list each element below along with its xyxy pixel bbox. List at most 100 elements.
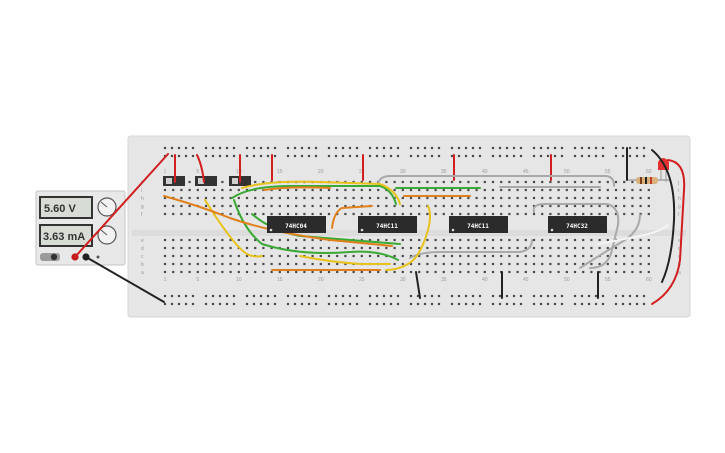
breadboard-hole[interactable] <box>483 254 486 258</box>
breadboard-hole[interactable] <box>311 204 314 208</box>
breadboard-hole[interactable] <box>491 302 495 306</box>
breadboard-hole[interactable] <box>204 196 208 200</box>
breadboard-hole[interactable] <box>385 204 388 208</box>
breadboard-hole[interactable] <box>508 262 511 266</box>
breadboard-hole[interactable] <box>647 212 650 216</box>
breadboard-hole[interactable] <box>385 270 388 274</box>
breadboard-hole[interactable] <box>416 146 420 150</box>
breadboard-hole[interactable] <box>647 196 650 200</box>
breadboard-hole[interactable] <box>163 254 167 258</box>
breadboard-hole[interactable] <box>532 196 536 200</box>
breadboard-hole[interactable] <box>434 188 437 192</box>
breadboard-hole[interactable] <box>368 254 372 258</box>
breadboard-hole[interactable] <box>519 294 523 298</box>
breadboard-hole[interactable] <box>163 302 167 306</box>
breadboard-hole[interactable] <box>621 302 625 306</box>
breadboard-hole[interactable] <box>614 254 618 258</box>
breadboard-hole[interactable] <box>541 246 544 250</box>
breadboard-hole[interactable] <box>368 294 372 298</box>
ic-chip-3[interactable]: 74HC11 <box>449 216 508 233</box>
breadboard-hole[interactable] <box>532 204 536 208</box>
breadboard-hole[interactable] <box>232 302 236 306</box>
breadboard-hole[interactable] <box>327 146 331 150</box>
breadboard-hole[interactable] <box>327 270 331 274</box>
breadboard-hole[interactable] <box>409 146 413 150</box>
breadboard-hole[interactable] <box>582 180 585 184</box>
breadboard-hole[interactable] <box>614 302 618 306</box>
wire-green[interactable] <box>231 185 397 205</box>
breadboard-hole[interactable] <box>401 188 404 192</box>
breadboard-hole[interactable] <box>614 204 618 208</box>
breadboard-hole[interactable] <box>598 188 601 192</box>
breadboard-hole[interactable] <box>377 212 380 216</box>
breadboard-hole[interactable] <box>319 238 322 242</box>
breadboard-hole[interactable] <box>360 180 363 184</box>
breadboard-hole[interactable] <box>512 294 516 298</box>
breadboard-hole[interactable] <box>639 270 642 274</box>
breadboard-hole[interactable] <box>573 294 577 298</box>
breadboard-hole[interactable] <box>266 154 270 158</box>
breadboard-hole[interactable] <box>549 180 552 184</box>
breadboard-hole[interactable] <box>590 196 593 200</box>
breadboard-hole[interactable] <box>213 262 216 266</box>
breadboard-hole[interactable] <box>553 294 557 298</box>
breadboard-hole[interactable] <box>606 254 609 258</box>
breadboard-hole[interactable] <box>623 254 626 258</box>
breadboard-hole[interactable] <box>508 212 511 216</box>
breadboard-hole[interactable] <box>483 262 486 266</box>
breadboard-hole[interactable] <box>172 262 175 266</box>
breadboard-hole[interactable] <box>368 270 372 274</box>
breadboard-hole[interactable] <box>539 294 543 298</box>
breadboard-hole[interactable] <box>639 196 642 200</box>
breadboard-hole[interactable] <box>471 302 475 306</box>
breadboard-hole[interactable] <box>229 212 232 216</box>
breadboard-hole[interactable] <box>614 180 618 184</box>
breadboard-hole[interactable] <box>245 254 249 258</box>
breadboard-hole[interactable] <box>467 246 470 250</box>
breadboard-hole[interactable] <box>229 254 232 258</box>
breadboard-hole[interactable] <box>532 154 536 158</box>
breadboard-hole[interactable] <box>368 238 372 242</box>
breadboard-hole[interactable] <box>172 246 175 250</box>
breadboard-hole[interactable] <box>270 254 273 258</box>
breadboard-hole[interactable] <box>491 154 495 158</box>
breadboard-hole[interactable] <box>423 302 427 306</box>
wire-black[interactable] <box>651 149 676 283</box>
breadboard-hole[interactable] <box>491 238 495 242</box>
breadboard-hole[interactable] <box>172 270 175 274</box>
breadboard-hole[interactable] <box>225 294 229 298</box>
breadboard-hole[interactable] <box>393 180 396 184</box>
wire-gray[interactable] <box>377 175 615 187</box>
breadboard-hole[interactable] <box>389 294 393 298</box>
breadboard-hole[interactable] <box>483 270 486 274</box>
breadboard-hole[interactable] <box>582 262 585 266</box>
breadboard-hole[interactable] <box>598 196 601 200</box>
breadboard-hole[interactable] <box>434 270 437 274</box>
breadboard-hole[interactable] <box>565 188 568 192</box>
breadboard-hole[interactable] <box>647 204 650 208</box>
breadboard-hole[interactable] <box>532 238 536 242</box>
breadboard-hole[interactable] <box>295 238 298 242</box>
breadboard-hole[interactable] <box>457 154 461 158</box>
breadboard-hole[interactable] <box>631 262 634 266</box>
breadboard-hole[interactable] <box>601 294 605 298</box>
breadboard-hole[interactable] <box>259 146 263 150</box>
breadboard-hole[interactable] <box>319 270 322 274</box>
breadboard-hole[interactable] <box>409 294 413 298</box>
breadboard-hole[interactable] <box>311 270 314 274</box>
breadboard-hole[interactable] <box>319 246 322 250</box>
breadboard-hole[interactable] <box>467 262 470 266</box>
breadboard-hole[interactable] <box>467 188 470 192</box>
breadboard-hole[interactable] <box>295 270 298 274</box>
breadboard-hole[interactable] <box>334 154 338 158</box>
breadboard-hole[interactable] <box>286 196 290 200</box>
breadboard-hole[interactable] <box>262 212 265 216</box>
breadboard-hole[interactable] <box>273 294 277 298</box>
breadboard-hole[interactable] <box>307 154 311 158</box>
breadboard-hole[interactable] <box>196 238 199 242</box>
breadboard-hole[interactable] <box>475 246 478 250</box>
breadboard-hole[interactable] <box>221 196 224 200</box>
breadboard-hole[interactable] <box>262 238 265 242</box>
breadboard-hole[interactable] <box>560 146 564 150</box>
breadboard-hole[interactable] <box>348 294 352 298</box>
